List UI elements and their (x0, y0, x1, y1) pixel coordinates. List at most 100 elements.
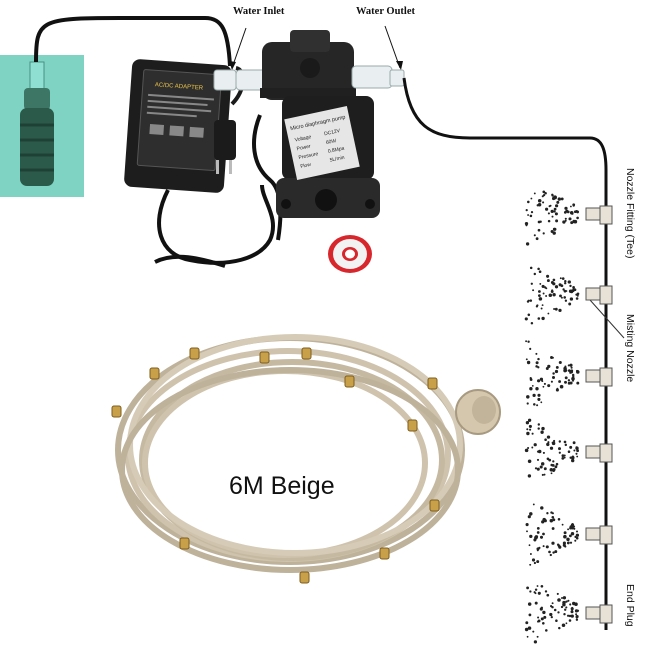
mist-dot (555, 365, 559, 369)
tape-roll-icon (328, 235, 372, 273)
mist-dot (561, 454, 565, 458)
mist-dot (562, 596, 567, 600)
mist-dot (537, 228, 541, 232)
mist-dot (547, 219, 551, 223)
adapter-title: AC/DC ADAPTER (155, 82, 204, 91)
mist-dot (561, 277, 565, 280)
mist-dot (538, 297, 543, 301)
mist-dot (525, 224, 528, 227)
mist-dot (525, 208, 528, 212)
adapter-icon (124, 59, 245, 193)
mist-dot (564, 282, 567, 285)
mist-dot (558, 380, 562, 383)
mist-dot (554, 550, 558, 554)
mist-dot (539, 377, 544, 381)
mist-dot (569, 541, 573, 544)
mist-dot (552, 231, 556, 235)
mist-dot (538, 546, 541, 550)
mist-dot (549, 553, 552, 557)
mist-dot (558, 360, 562, 365)
mist-dot (547, 212, 550, 215)
mist-dot (537, 317, 541, 320)
mist-dot (559, 277, 562, 280)
mist-dot (527, 418, 532, 422)
mist-dot (575, 297, 579, 300)
mist-dot (524, 627, 529, 632)
mist-dot (549, 204, 552, 207)
mist-dot (538, 290, 541, 293)
mist-dot (549, 446, 554, 450)
mist-dot (542, 292, 545, 295)
mist-dot (571, 289, 574, 292)
mist-dot (576, 449, 579, 453)
mist-dot (551, 463, 555, 467)
mist-dot (563, 531, 567, 535)
mist-dot (560, 296, 563, 299)
mist-dot (550, 380, 553, 383)
mist-dot (537, 591, 541, 595)
mist-dot (532, 503, 535, 506)
mist-dot (552, 293, 556, 297)
mist-dot (545, 207, 549, 211)
mist-dot (563, 440, 567, 444)
mist-dot (576, 216, 579, 220)
mist-dot (526, 635, 529, 638)
mist-dot (536, 560, 540, 564)
mist-dot (544, 191, 547, 195)
mist-dot (535, 237, 539, 241)
pump-row-4-val: 5L/min (329, 155, 345, 164)
coil-end-cap-icon (455, 389, 501, 435)
mist-dot (575, 533, 580, 537)
mist-dot (565, 606, 568, 609)
mist-dot (542, 545, 545, 548)
mist-dot (526, 360, 531, 365)
mist-spray (524, 190, 580, 644)
mist-dot (553, 195, 557, 199)
mist-dot (535, 361, 539, 365)
mist-dot (571, 376, 575, 381)
mist-dot (536, 549, 539, 552)
mist-dot (576, 370, 580, 374)
mist-dot (567, 528, 570, 531)
mist-dot (542, 201, 545, 204)
mist-dot (540, 307, 543, 310)
mist-dot (569, 445, 573, 449)
mist-dot (529, 299, 533, 302)
mist-dot (572, 204, 575, 207)
mist-dot (552, 278, 556, 282)
mist-dot (533, 234, 536, 237)
mist-dot (563, 454, 566, 457)
mist-dot (551, 356, 554, 359)
mist-dot (568, 614, 572, 618)
mist-dot (529, 387, 533, 391)
mist-dot (536, 531, 540, 534)
mist-dot (540, 584, 544, 588)
mist-dot (548, 293, 553, 298)
mist-dot (539, 282, 542, 285)
mist-dot (575, 536, 579, 540)
mist-dot (576, 609, 580, 612)
mist-dot (575, 616, 578, 619)
water-outlet-label: Water Outlet (356, 6, 416, 17)
mist-dot (529, 347, 532, 350)
mist-dot (551, 194, 554, 197)
outlet-hose (402, 77, 608, 630)
mist-dot (558, 447, 561, 451)
mist-dot (535, 387, 539, 391)
mist-dot (564, 365, 567, 368)
mist-dot (544, 590, 548, 593)
pump-row-3-key: Pressure (298, 151, 319, 161)
mist-dot (569, 284, 572, 288)
mist-dot (557, 544, 561, 548)
mist-dot (542, 385, 545, 388)
mist-dot (542, 451, 545, 454)
mist-dot (541, 304, 544, 307)
mist-dot (526, 395, 530, 399)
mist-dot (552, 468, 556, 471)
mist-dot (545, 295, 548, 297)
mist-dot (557, 598, 561, 602)
mist-dot (558, 440, 561, 443)
mist-dot (566, 614, 570, 617)
mist-dot (525, 358, 528, 361)
